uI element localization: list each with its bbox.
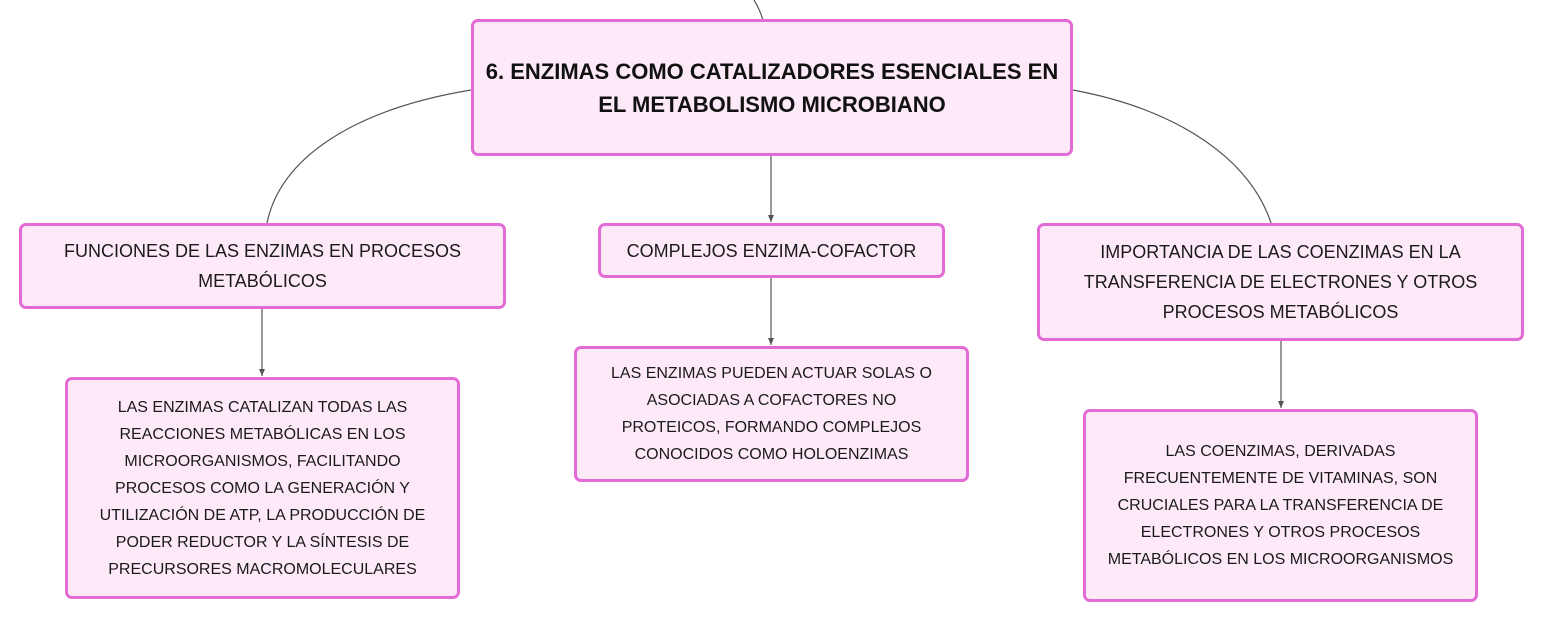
detail-node-complexes[interactable]: LAS ENZIMAS PUEDEN ACTUAR SOLAS O ASOCIA… [574,346,969,482]
detail-text-complexes: LAS ENZIMAS PUEDEN ACTUAR SOLAS O ASOCIA… [611,365,932,463]
branch-title-complexes: COMPLEJOS ENZIMA-COFACTOR [626,240,917,261]
root-topic-text: 6. ENZIMAS COMO CATALIZADORES ESENCIALES… [485,58,1059,117]
detail-text-functions: LAS ENZIMAS CATALIZAN TODAS LAS REACCION… [99,398,426,578]
detail-node-coenzymes[interactable]: LAS COENZIMAS, DERIVADAS FRECUENTEMENTE … [1083,409,1478,602]
branch-title-functions: FUNCIONES DE LAS ENZIMAS EN PROCESOS MET… [63,241,462,291]
branch-node-functions[interactable]: FUNCIONES DE LAS ENZIMAS EN PROCESOS MET… [19,223,506,309]
branch-node-complexes[interactable]: COMPLEJOS ENZIMA-COFACTOR [598,223,945,278]
connector-root-to-coenzymes [1072,89,1272,224]
root-topic-node[interactable]: 6. ENZIMAS COMO CATALIZADORES ESENCIALES… [471,19,1073,156]
branch-node-coenzymes[interactable]: IMPORTANCIA DE LAS COENZIMAS EN LA TRANS… [1037,223,1524,341]
detail-text-coenzymes: LAS COENZIMAS, DERIVADAS FRECUENTEMENTE … [1107,443,1454,568]
branch-title-coenzymes: IMPORTANCIA DE LAS COENZIMAS EN LA TRANS… [1083,242,1478,322]
connector-parent-to-root [753,0,764,21]
connector-root-to-functions [266,89,472,224]
detail-node-functions[interactable]: LAS ENZIMAS CATALIZAN TODAS LAS REACCION… [65,377,460,599]
